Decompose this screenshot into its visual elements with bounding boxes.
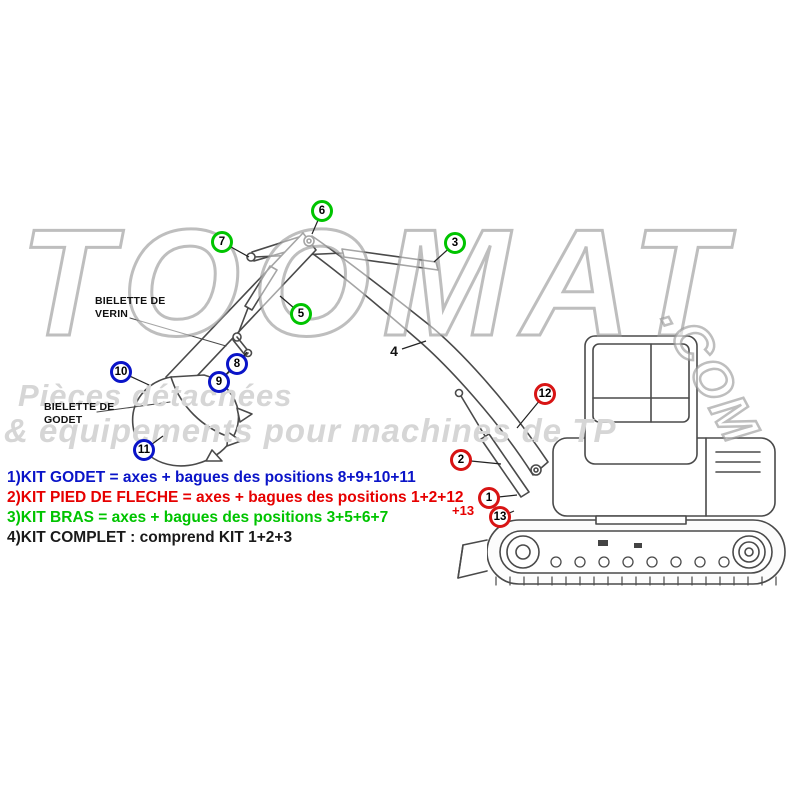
callout-10: 10 (110, 361, 132, 383)
legend-extra-plus13: +13 (452, 503, 475, 518)
callout-2: 2 (450, 449, 472, 471)
callout-12: 12 (534, 383, 556, 405)
callout-13: 13 (489, 506, 511, 528)
callout-6: 6 (311, 200, 333, 222)
callout-3: 3 (444, 232, 466, 254)
callout-5: 5 (290, 303, 312, 325)
callout-9: 9 (208, 371, 230, 393)
callout-11: 11 (133, 439, 155, 461)
callout-7: 7 (211, 231, 233, 253)
kit-legend: 1)KIT GODET = axes + bagues des position… (7, 468, 464, 548)
callout-1: 1 (478, 487, 500, 509)
legend-line-1: 1)KIT GODET = axes + bagues des position… (7, 469, 416, 486)
callout-8: 8 (226, 353, 248, 375)
legend-line-2: 2)KIT PIED DE FLECHE = axes + bagues des… (7, 489, 464, 506)
legend-line-3: 3)KIT BRAS = axes + bagues des positions… (7, 509, 389, 526)
legend-line-4: 4)KIT COMPLET : comprend KIT 1+2+3 (7, 529, 293, 546)
marker-4: 4 (390, 343, 398, 359)
